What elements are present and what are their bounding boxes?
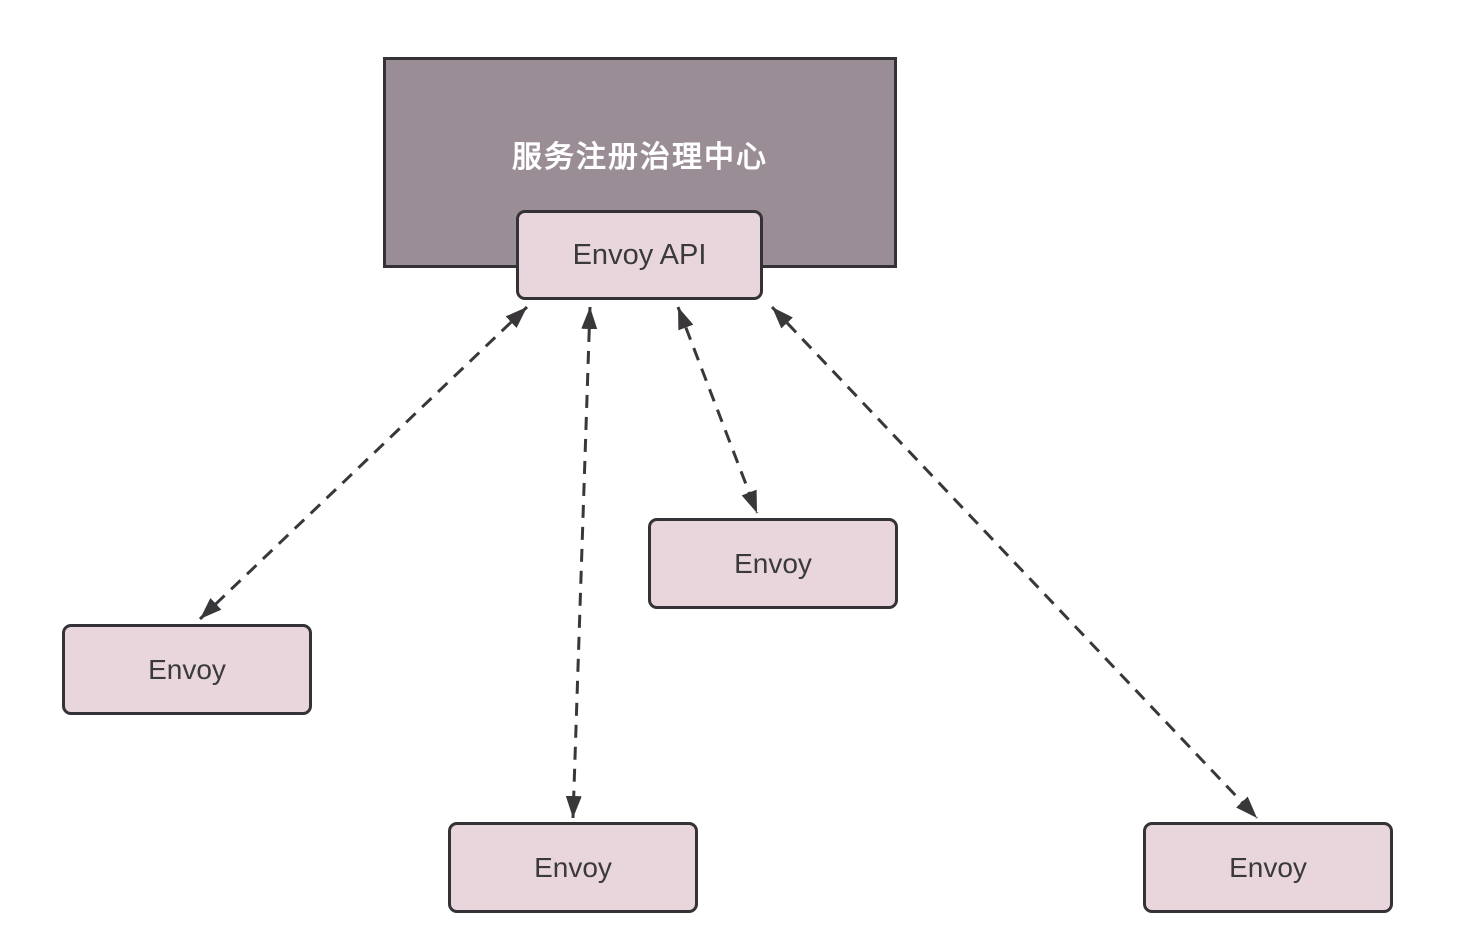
envoy-label: Envoy [534,851,612,883]
arrow-api-to-envoy-mid-right [676,306,759,514]
envoy-label: Envoy [1229,851,1307,883]
envoy-label: Envoy [148,653,226,685]
envoy-api-box: Envoy API [516,210,763,300]
envoy-box-mid-right: Envoy [648,518,898,609]
envoy-box-bottom-middle: Envoy [448,822,698,913]
arrow-api-to-envoy-bottom-middle [565,306,598,819]
envoy-box-left: Envoy [62,624,312,715]
envoy-box-bottom-right: Envoy [1143,822,1393,913]
arrow-api-to-envoy-bottom-right [770,305,1259,820]
registry-center-label: 服务注册治理中心 [512,140,768,174]
envoy-label: Envoy [734,547,812,579]
arrow-api-to-envoy-left [198,305,529,621]
envoy-api-label: Envoy API [572,238,707,271]
